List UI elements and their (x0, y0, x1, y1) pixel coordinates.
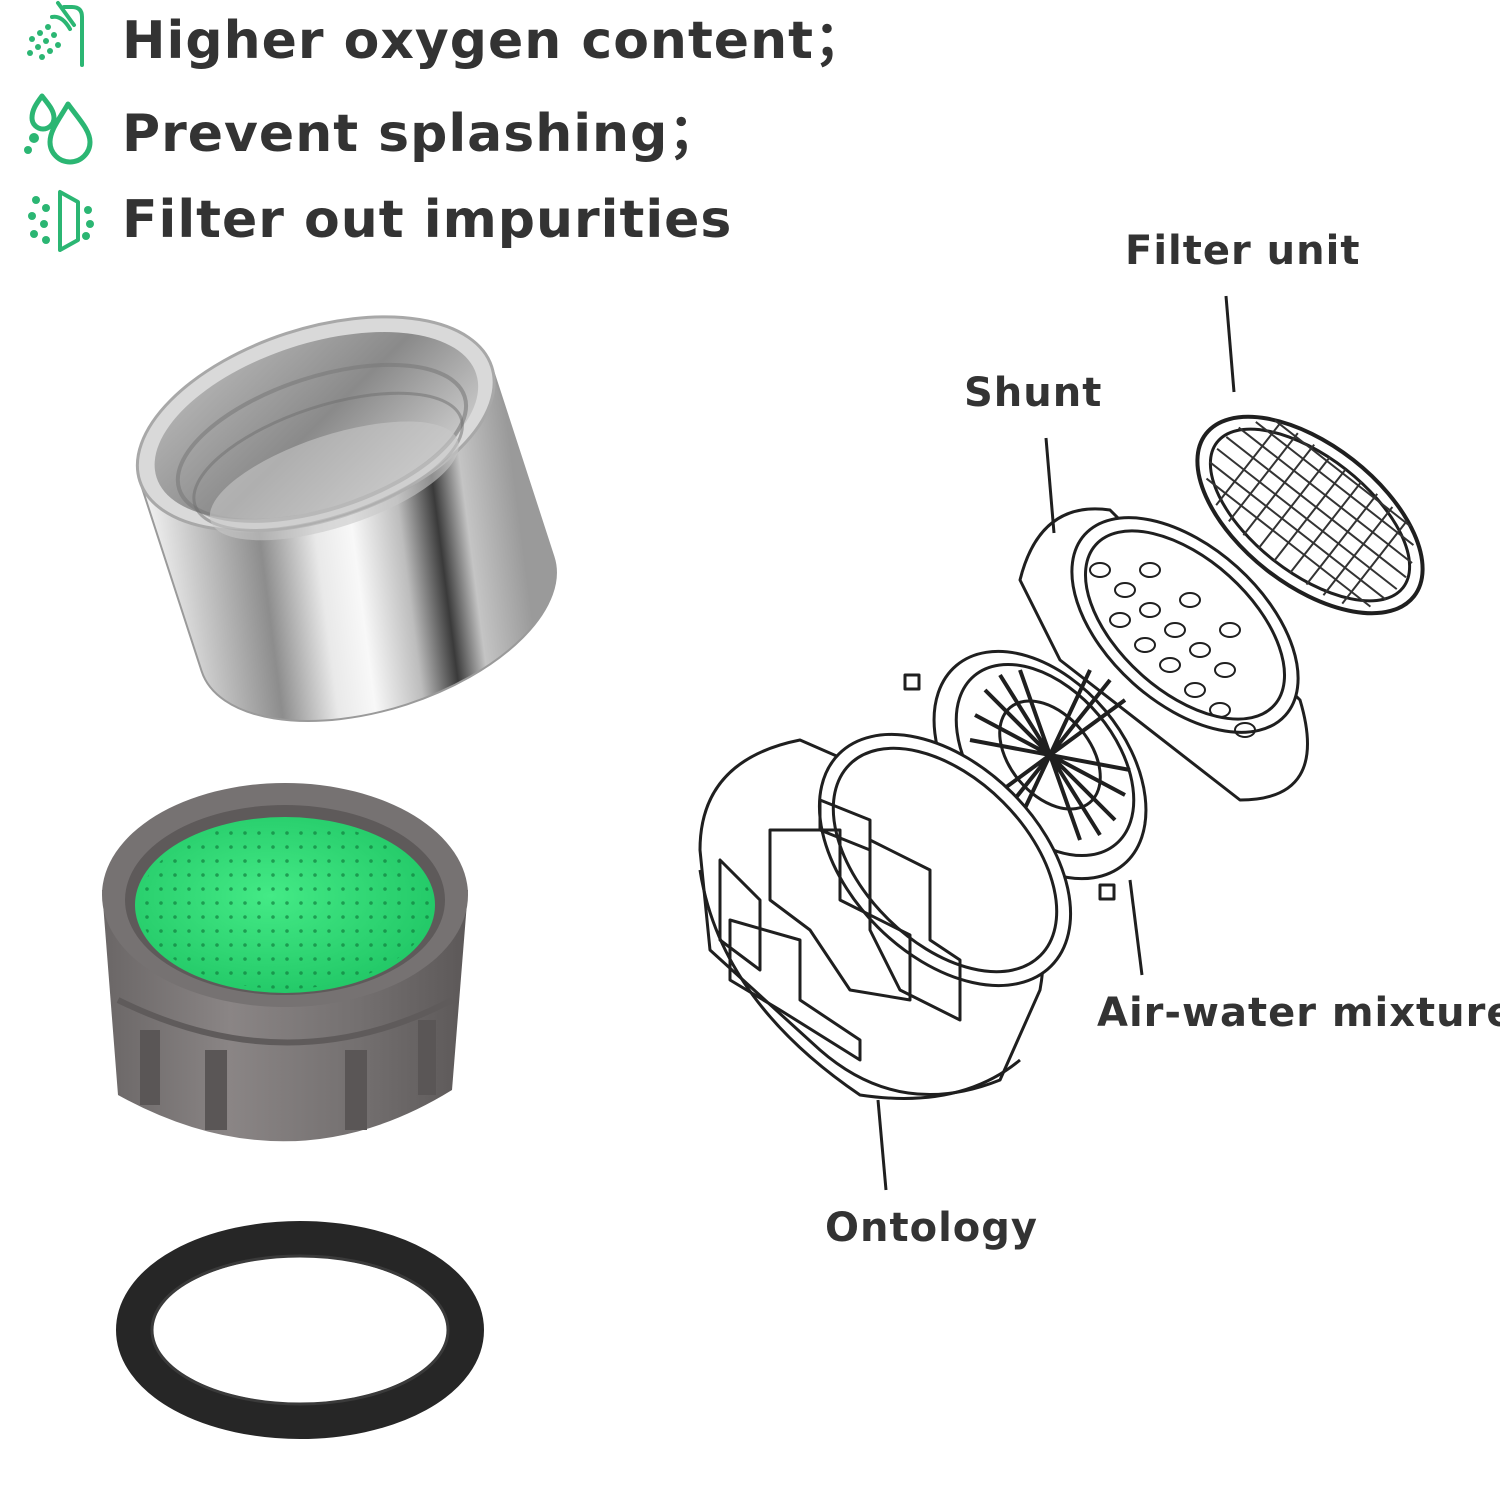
filter-icon (28, 190, 94, 252)
chrome-housing (135, 315, 557, 722)
label-shunt: Shunt (964, 370, 1103, 416)
aerator-insert (102, 783, 468, 1142)
leader-filter-unit (1224, 295, 1236, 393)
feature-filter: Filter out impurities (18, 180, 732, 260)
rubber-gasket (116, 1221, 484, 1439)
water-drops-icon (24, 93, 93, 165)
ontology-part (698, 732, 1073, 1100)
feature-oxygen: Higher oxygen content； (18, 0, 867, 75)
feature-label: Higher oxygen content； (122, 10, 867, 71)
leader-air-water (1128, 879, 1144, 976)
feature-splash: Prevent splashing； (18, 88, 721, 168)
label-ontology: Ontology (825, 1205, 1038, 1251)
leader-ontology (876, 1099, 888, 1191)
feature-label: Prevent splashing； (122, 103, 722, 164)
label-filter-unit: Filter unit (1125, 228, 1361, 274)
leader-shunt (1044, 437, 1056, 534)
shower-icon (27, 1, 84, 67)
label-air-water-mixture: Air-water mixture (1097, 990, 1500, 1036)
feature-label: Filter out impurities (122, 190, 733, 250)
product-photos (102, 315, 557, 1439)
shunt-part (1018, 507, 1309, 802)
